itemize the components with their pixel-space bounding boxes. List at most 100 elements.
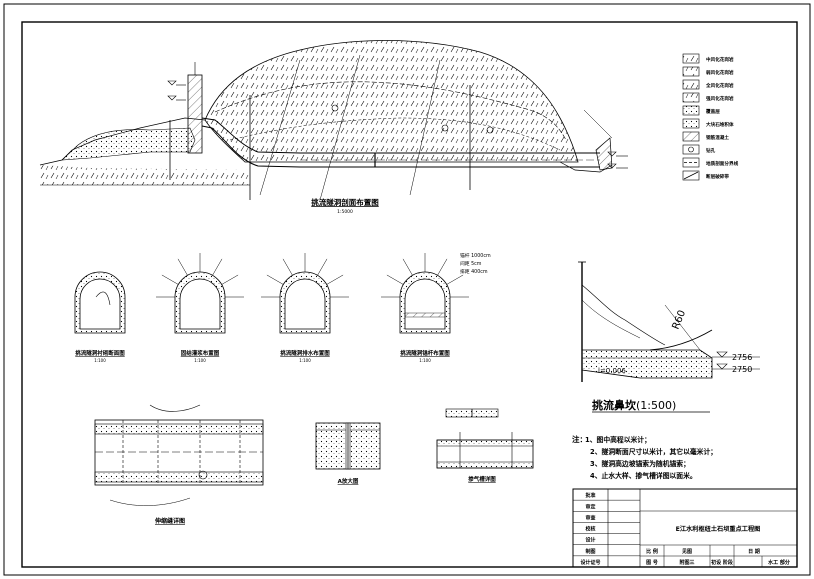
note-item: 3、隧洞高边坡锚索为随机锚索； — [590, 459, 690, 468]
bucket-title: 挑流鼻坎(1:500) — [592, 398, 676, 412]
plan-wall-bottom — [94, 471, 264, 483]
legend-item: 钻孔 — [682, 144, 716, 155]
section-scale: 1:100 — [299, 358, 311, 363]
legend-swatch — [682, 131, 700, 142]
legend-item: 弱风化花岗岩 — [682, 66, 734, 77]
sheet-label: 图 号 — [646, 559, 658, 566]
legend-swatch — [682, 170, 700, 181]
legend-label: 大块石堆积体 — [706, 121, 734, 128]
legend-item: 大块石堆积体 — [682, 118, 734, 129]
project-title: E江水利枢纽土石坝重点工程图 — [676, 525, 761, 533]
mountain-rock-mass — [204, 40, 579, 163]
anchor-note: 排距 400cm — [460, 268, 488, 275]
legend-swatch — [682, 105, 700, 116]
legend-label: 地质剖面分界线 — [706, 160, 739, 167]
legend-label: 强风化花岗岩 — [706, 95, 734, 102]
legend-label: 中风化花岗岩 — [706, 56, 734, 63]
title-block-role: 批准 — [585, 492, 595, 499]
a-detail: A放大图 — [315, 422, 381, 485]
joint-plan-title: 伸缩缝详图 — [154, 517, 185, 525]
tunnel-upper-line — [201, 117, 600, 154]
legend-swatch — [682, 66, 700, 77]
anchor-note: 锚杆 1000cm — [460, 252, 491, 259]
fault-line — [319, 54, 361, 201]
legend-swatch — [682, 144, 700, 155]
bucket-title-text: 挑流鼻坎 — [592, 398, 637, 412]
scale-label: 比 例 — [646, 548, 658, 555]
foundation-hatch — [40, 165, 250, 185]
discipline-label: 水工 部分 — [767, 559, 790, 566]
title-block-role: 设计 — [585, 537, 595, 544]
date-label: 日 期 — [748, 548, 760, 555]
legend: 中风化花岗岩弱风化花岗岩全风化花岗岩强风化花岗岩覆盖层大块石堆积体钢筋混凝土钻孔… — [682, 53, 739, 181]
legend-item: 地质剖面分界线 — [682, 157, 739, 168]
title-block-role: 设计证号 — [580, 559, 600, 566]
legend-swatch — [682, 157, 700, 168]
bucket-slope-label: i=0.006 — [598, 367, 626, 375]
title-block: E江水利枢纽土石坝重点工程图 比 例 见图 日 期 图 号 附图三 初设 阶段 … — [572, 488, 798, 568]
section-scale: 1:100 — [94, 358, 106, 363]
main-longitudinal-section: 挑流隧洞剖面布置图 1:5000 — [39, 40, 628, 215]
bucket-elev-lower: 2750 — [732, 365, 752, 374]
general-notes: 注： 1、图中高程以米计； 2、隧洞断面尺寸以米计，其它以毫米计； 3、隧洞高边… — [572, 434, 717, 480]
section-scale: 1:100 — [194, 358, 206, 363]
legend-label: 弱风化花岗岩 — [706, 69, 734, 76]
bucket-rock-face — [581, 284, 666, 346]
aerator-detail: 掺气槽详图 — [436, 408, 534, 483]
stage-label: 初设 阶段 — [711, 559, 733, 566]
legend-label: 覆盖层 — [706, 108, 720, 115]
section-title: 挑流隧洞锚杆布置图 — [400, 349, 450, 357]
legend-item: 钢筋混凝土 — [682, 131, 729, 142]
bucket-radius-label: R60 — [671, 309, 689, 331]
title-block-role: 审定 — [585, 503, 595, 510]
title-block-role: 审查 — [585, 514, 596, 521]
sheet-inner-border — [21, 21, 798, 568]
tunnel-lower-line — [201, 125, 600, 168]
legend-swatch — [682, 53, 700, 64]
bucket-curve-r60 — [649, 329, 713, 351]
inlet-tower — [187, 74, 203, 154]
notes-heading: 注： — [572, 434, 587, 444]
section-title: 固结灌浆布置图 — [181, 349, 220, 357]
fault-line — [409, 59, 441, 196]
inlet-slope — [61, 127, 196, 161]
tunnel-cross-sections: 挑流隧洞衬砌断面图1:100固结灌浆布置图1:100挑流隧洞排水布置图1:100… — [74, 253, 469, 363]
section-title: 挑流隧洞衬砌断面图 — [75, 349, 125, 357]
a-detail-title: A放大图 — [338, 477, 359, 485]
weathered-layer-line — [214, 81, 567, 141]
legend-label: 全风化花岗岩 — [705, 82, 734, 89]
elevation-markers — [167, 80, 628, 169]
joint-plan-detail: 伸缩缝详图 — [94, 404, 264, 525]
legend-swatch — [682, 79, 700, 90]
legend-label: 钢筋混凝土 — [706, 134, 729, 141]
flip-bucket-detail: R60 i=0.006 2756 2750 挑流鼻坎(1:500) — [578, 261, 760, 413]
bucket-title-scale: (1:500) — [636, 399, 676, 412]
section-scale: 1:100 — [419, 358, 431, 363]
aerator-detail-title: 掺气槽详图 — [468, 475, 496, 483]
main-section-title: 挑流隧洞剖面布置图 — [311, 197, 379, 207]
legend-item: 断层破碎带 — [682, 170, 729, 181]
sheet-value: 附图三 — [679, 559, 694, 566]
plan-wall-top — [94, 423, 264, 435]
sheet-outer-border — [3, 3, 811, 576]
anchor-notes: 锚杆 1000cm 间距 5cm 排距 400cm — [460, 252, 491, 275]
note-item: 2、隧洞断面尺寸以米计，其它以毫米计； — [590, 447, 717, 456]
title-block-role: 制图 — [585, 548, 595, 555]
section-title: 挑流隧洞排水布置图 — [280, 349, 330, 357]
anchor-note: 间距 5cm — [460, 260, 482, 267]
legend-item: 覆盖层 — [682, 105, 720, 116]
note-item: 4、止水大样、掺气槽详图以面米。 — [590, 471, 697, 480]
legend-item: 中风化花岗岩 — [682, 53, 734, 64]
legend-item: 强风化花岗岩 — [682, 92, 734, 103]
overburden-line — [229, 117, 561, 151]
scale-value: 见图 — [682, 548, 692, 555]
legend-label: 断层破碎带 — [706, 173, 729, 180]
bucket-elev-upper: 2756 — [732, 353, 752, 362]
note-item: 1、图中高程以米计； — [585, 435, 651, 444]
legend-swatch — [682, 92, 700, 103]
